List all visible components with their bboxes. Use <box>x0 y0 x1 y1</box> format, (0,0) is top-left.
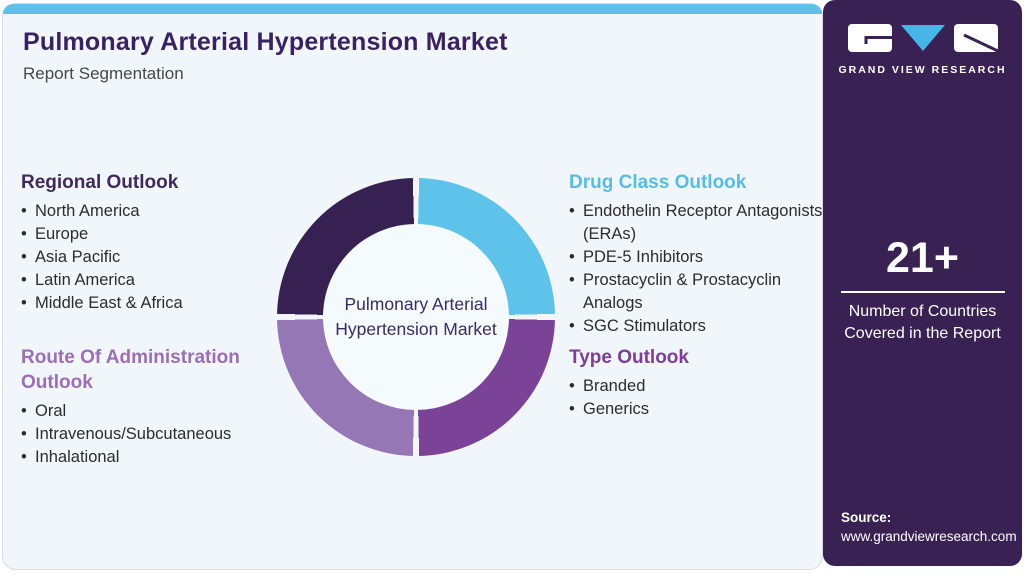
section-item-list: BrandedGenerics <box>569 375 827 421</box>
list-item: Branded <box>569 375 827 398</box>
list-item: Asia Pacific <box>21 246 279 269</box>
report-panel: Pulmonary Arterial Hypertension Market R… <box>2 3 823 570</box>
section-item-list: North AmericaEuropeAsia PacificLatin Ame… <box>21 200 279 315</box>
source: Source: www.grandviewresearch.com <box>841 510 1017 544</box>
source-label: Source: <box>841 510 892 525</box>
logo-r-icon <box>953 24 998 52</box>
list-item: Endothelin Receptor Antagonists (ERAs) <box>569 200 827 246</box>
stat-label: Number of Countries Covered in the Repor… <box>844 303 1001 342</box>
list-item: Europe <box>21 223 279 246</box>
list-item: North America <box>21 200 279 223</box>
section-heading: Route Of Administration Outlook <box>21 347 240 393</box>
page-subtitle: Report Segmentation <box>23 64 184 83</box>
section-type-outlook: Type Outlook BrandedGenerics <box>569 345 827 421</box>
section-heading: Type Outlook <box>569 347 689 368</box>
gvr-logo: GRAND VIEW RESEARCH <box>823 24 1022 76</box>
header: Pulmonary Arterial Hypertension Market R… <box>23 28 508 84</box>
sidebar: GRAND VIEW RESEARCH 21+ Number of Countr… <box>823 0 1022 566</box>
logo-v-icon <box>900 25 945 51</box>
list-item: Generics <box>569 398 827 421</box>
donut-center: Pulmonary Arterial Hypertension Market <box>323 224 509 410</box>
section-drug-class-outlook: Drug Class Outlook Endothelin Receptor A… <box>569 170 827 338</box>
donut-center-label: Pulmonary Arterial Hypertension Market <box>335 294 497 339</box>
page-title: Pulmonary Arterial Hypertension Market <box>23 28 508 56</box>
list-item: Middle East & Africa <box>21 292 279 315</box>
logo-g-icon <box>847 24 892 52</box>
list-item: Inhalational <box>21 446 279 469</box>
donut-chart: Pulmonary Arterial Hypertension Market <box>277 178 555 456</box>
countries-stat: 21+ Number of Countries Covered in the R… <box>840 234 1005 345</box>
accent-top-bar <box>3 4 822 14</box>
gvr-logo-icon <box>847 24 998 52</box>
section-heading: Regional Outlook <box>21 172 179 193</box>
section-route-of-administration-outlook: Route Of Administration Outlook OralIntr… <box>21 345 279 469</box>
stat-divider <box>840 291 1005 293</box>
list-item: Oral <box>21 400 279 423</box>
section-regional-outlook: Regional Outlook North AmericaEuropeAsia… <box>21 170 279 315</box>
section-item-list: OralIntravenous/SubcutaneousInhalational <box>21 400 279 469</box>
section-heading: Drug Class Outlook <box>569 172 747 193</box>
stat-value: 21+ <box>886 234 959 282</box>
list-item: Intravenous/Subcutaneous <box>21 423 279 446</box>
list-item: PDE-5 Inhibitors <box>569 246 827 269</box>
source-url: www.grandviewresearch.com <box>841 529 1017 544</box>
brand-name: GRAND VIEW RESEARCH <box>838 64 1007 76</box>
list-item: Prostacyclin & Prostacyclin Analogs <box>569 269 827 315</box>
section-item-list: Endothelin Receptor Antagonists (ERAs)PD… <box>569 200 827 338</box>
list-item: Latin America <box>21 269 279 292</box>
list-item: SGC Stimulators <box>569 315 827 338</box>
